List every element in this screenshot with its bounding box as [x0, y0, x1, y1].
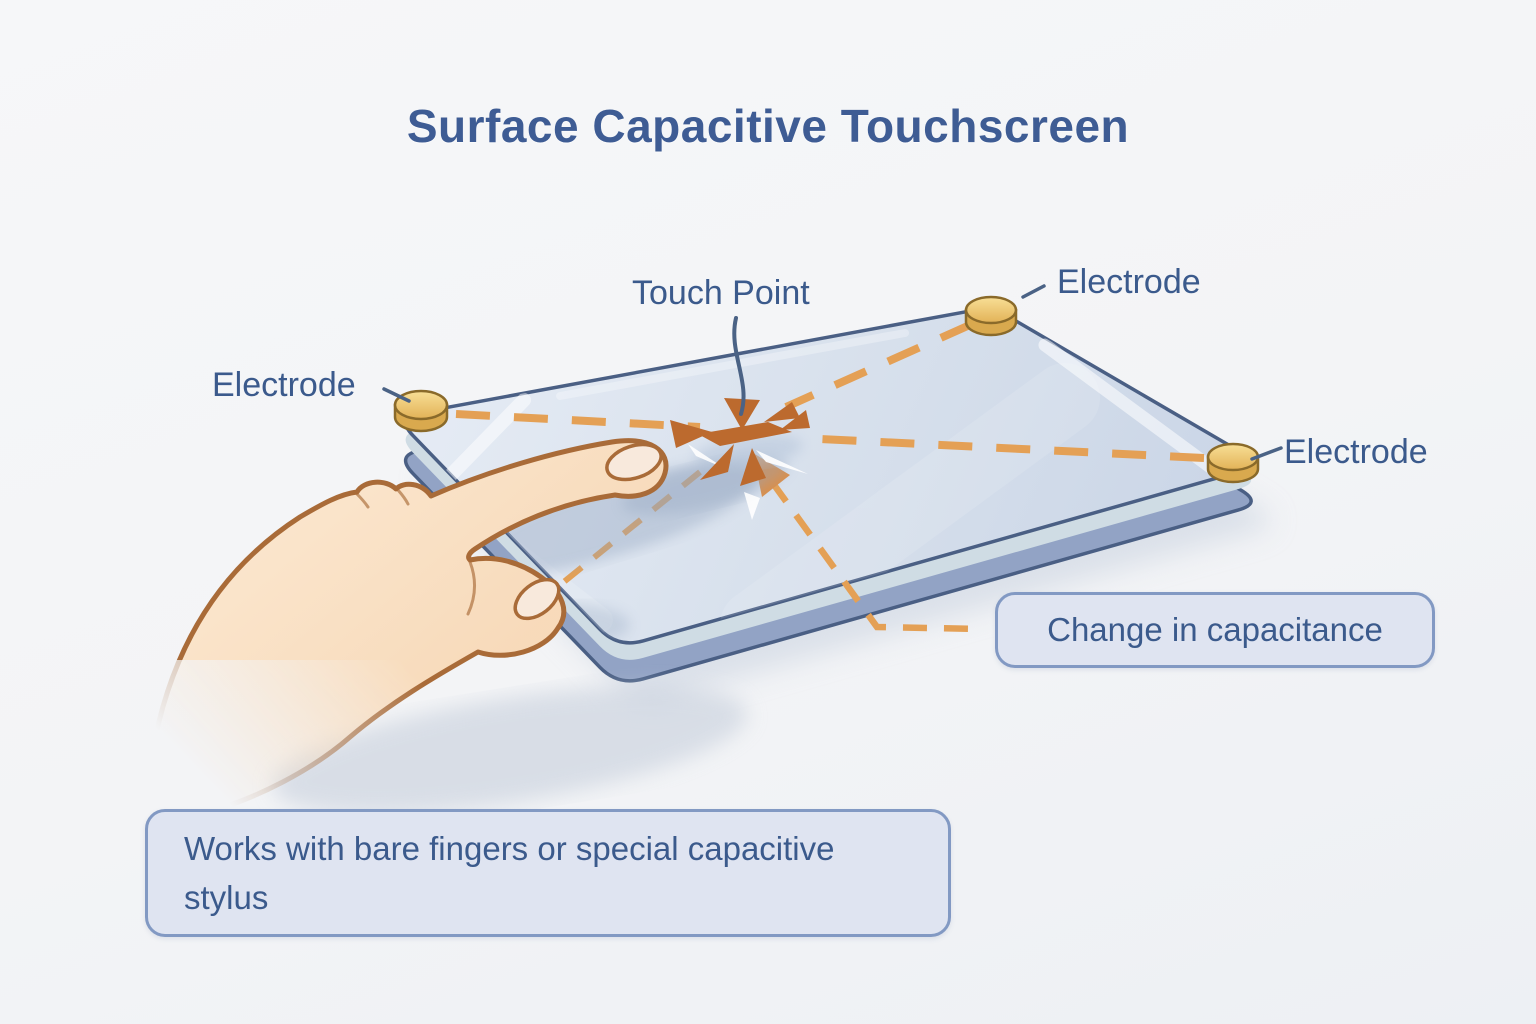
electrode-chip-right [1206, 442, 1260, 484]
finger-nail [605, 442, 663, 482]
stylus-note-callout: Works with bare fingers or special capac… [145, 809, 951, 937]
hand-illustration [147, 438, 669, 815]
electrode-label-right: Electrode [1284, 433, 1428, 471]
touch-point-label: Touch Point [632, 274, 810, 312]
hand-creases [354, 488, 476, 616]
touch-point-pointer [732, 316, 746, 416]
electrode-label-top-right: Electrode [1057, 263, 1201, 301]
dash-to-capacitance-callout [769, 480, 983, 633]
capacitance-callout: Change in capacitance [995, 592, 1435, 668]
leader-electrode-top-right [1021, 284, 1046, 299]
diagram-title: Surface Capacitive Touchscreen [406, 100, 1130, 152]
leader-lines [382, 284, 1283, 461]
dash-left-electrode [455, 410, 701, 431]
dash-right-electrode [799, 434, 1205, 462]
leader-electrode-left [382, 387, 411, 403]
electrode-label-left: Electrode [212, 366, 356, 404]
electrode-chip-top-right [964, 295, 1018, 337]
stylus-note-text: Works with bare fingers or special capac… [184, 829, 835, 917]
thumb-nail [513, 577, 561, 621]
touch-burst [670, 398, 810, 520]
dash-top-electrode [784, 320, 974, 411]
leader-electrode-right [1250, 446, 1283, 461]
capacitance-callout-text: Change in capacitance [1047, 611, 1383, 648]
electrode-chip-left [393, 389, 449, 433]
hand-ground-shadow [272, 686, 748, 814]
